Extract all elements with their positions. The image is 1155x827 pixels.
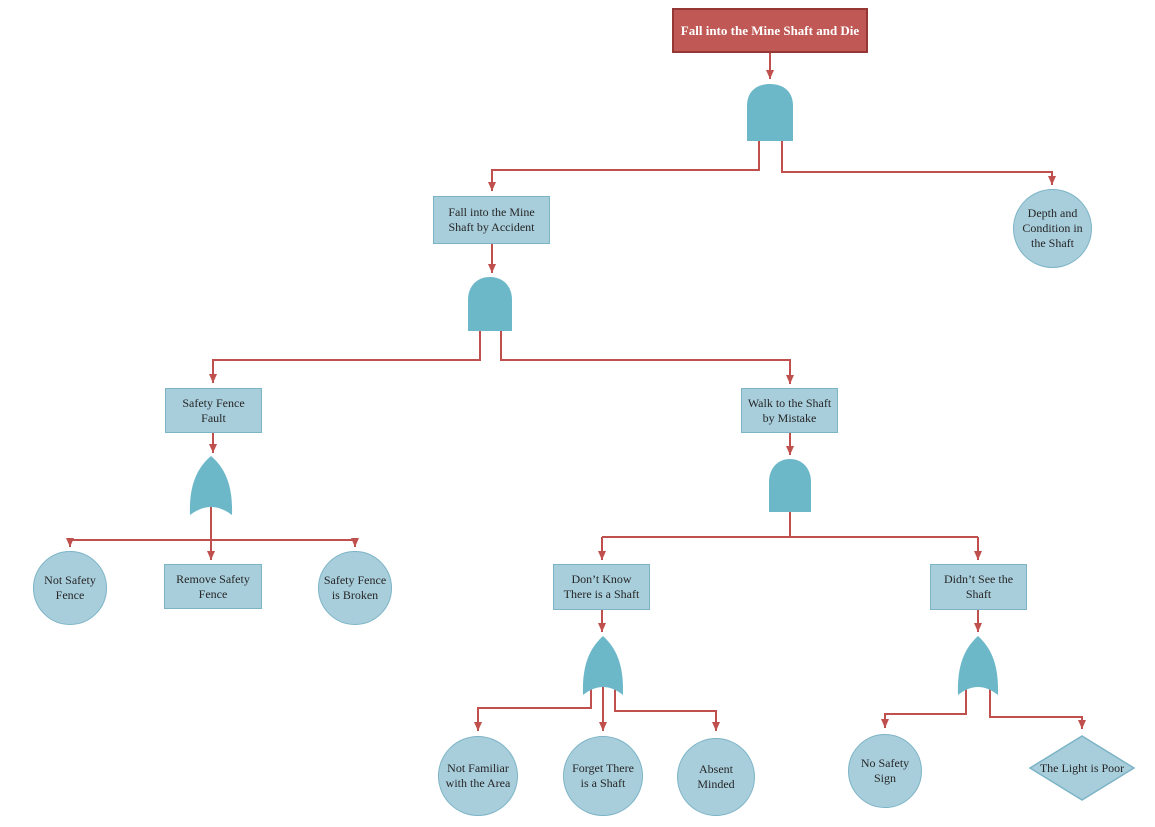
node-not-safety-fence: Not Safety Fence (33, 551, 107, 625)
node-forget-shaft: Forget There is a Shaft (563, 736, 643, 816)
connectors (66, 53, 1086, 731)
node-safety-fence-fault: Safety Fence Fault (165, 388, 262, 433)
node-fence-broken: Safety Fence is Broken (318, 551, 392, 625)
or-gate-didnt-see (957, 636, 999, 695)
connector-gate-to-safety-fence (209, 330, 481, 383)
node-depth-condition: Depth and Condition in the Shaft (1013, 189, 1092, 268)
connector-gate-to-accident (488, 141, 760, 191)
and-gate-accident (468, 277, 512, 331)
and-gate-top (747, 84, 793, 141)
and-gate-walk (769, 459, 811, 512)
gates (189, 84, 999, 695)
node-top-event: Fall into the Mine Shaft and Die (672, 8, 868, 53)
node-absent-minded: Absent Minded (677, 738, 755, 816)
diamond-shape-light-poor (1028, 735, 1136, 801)
or-gate-dont-know (582, 636, 624, 695)
or-gate-safety-fence (189, 456, 233, 515)
connector-or3-to-no-sign (881, 680, 967, 728)
connector-or2-to-not-familiar (474, 680, 592, 731)
node-dont-know-shaft: Don’t Know There is a Shaft (553, 564, 650, 610)
connector-gate-to-walk (500, 330, 794, 384)
node-walk-to-shaft: Walk to the Shaft by Mistake (741, 388, 838, 433)
node-didnt-see-shaft: Didn’t See the Shaft (930, 564, 1027, 610)
connector-gate-to-depth (781, 141, 1056, 185)
connector-or2-to-absent (614, 680, 720, 731)
node-remove-safety-fence: Remove Safety Fence (164, 564, 262, 609)
node-fall-by-accident: Fall into the Mine Shaft by Accident (433, 196, 550, 244)
connector-or3-to-light (989, 680, 1086, 729)
node-no-safety-sign: No Safety Sign (848, 734, 922, 808)
node-not-familiar: Not Familiar with the Area (438, 736, 518, 816)
node-light-poor: The Light is Poor (1039, 760, 1125, 775)
